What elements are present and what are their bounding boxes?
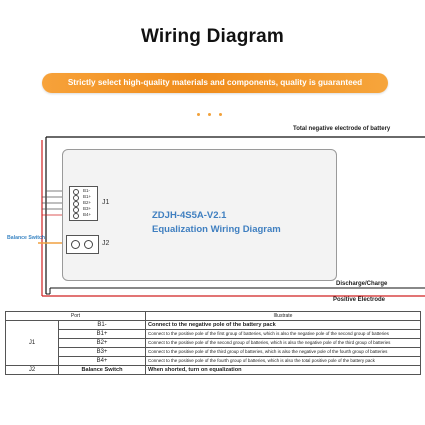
decor-dot — [197, 113, 200, 116]
circuit-board — [62, 149, 337, 281]
table-row: B4+ Connect to the positive pole of the … — [6, 356, 421, 366]
connector-j1: B1- B1+ B2+ B3+ B4+ — [69, 186, 98, 221]
port-cell: J1 — [5, 320, 59, 366]
connector-j2 — [66, 235, 99, 254]
table-row: J1 B1- Connect to the negative pole of t… — [5, 320, 421, 366]
table-row: B1+ Connect to the positive pole of the … — [6, 329, 421, 339]
description-cell: When shorted, turn on equalization — [145, 365, 421, 375]
pin-icon — [84, 240, 93, 249]
header-port: Port — [5, 311, 146, 321]
table-row: B2+ Connect to the positive pole of the … — [6, 338, 421, 348]
description-cell: Connect to the positive pole of the thir… — [145, 347, 421, 357]
pin-label: B1- — [83, 188, 91, 193]
pin-cell: B1- — [58, 320, 146, 330]
pin-label: B4+ — [83, 212, 92, 217]
table-row: B3+ Connect to the positive pole of the … — [6, 347, 421, 357]
pin-label: B2+ — [83, 200, 92, 205]
header-illustrate: Illustrate — [145, 311, 421, 321]
pin-icon — [73, 189, 79, 195]
total-negative-label: Total negative electrode of battery — [293, 126, 391, 132]
pin-icon — [71, 240, 80, 249]
decor-dot — [208, 113, 211, 116]
description-cell: Connect to the positive pole of the firs… — [145, 329, 421, 339]
balance-switch-label: Balance Switch — [7, 235, 46, 241]
pin-icon — [73, 195, 79, 201]
pin-label: B1+ — [83, 194, 92, 199]
pin-icon — [73, 213, 79, 219]
description-cell: Connect to the positive pole of the four… — [145, 356, 421, 366]
description-cell: Connect to the negative pole of the batt… — [145, 320, 421, 330]
pin-label: B3+ — [83, 206, 92, 211]
j1-label: J1 — [102, 199, 110, 206]
pin-cell: B4+ — [58, 356, 146, 366]
pin-cell: B1+ — [58, 329, 146, 339]
port-cell: J2 — [5, 365, 59, 375]
board-model: ZDJH-4S5A-V2.1 — [152, 210, 227, 221]
description-cell: Connect to the positive pole of the seco… — [145, 338, 421, 348]
j2-label: J2 — [102, 240, 110, 247]
port-table: Port Illustrate J1 B1- Connect to the ne… — [5, 311, 421, 375]
pin-icon — [73, 207, 79, 213]
pin-icon — [73, 201, 79, 207]
page-title: Wiring Diagram — [140, 26, 285, 47]
pin-cell: B3+ — [58, 347, 146, 357]
table-row: J2 Balance Switch When shorted, turn on … — [5, 365, 421, 375]
banner-text: Strictly select high-quality materials a… — [67, 78, 363, 87]
pin-cell: B2+ — [58, 338, 146, 348]
quality-banner: Strictly select high-quality materials a… — [42, 73, 388, 93]
positive-label: Positive Electrode — [333, 297, 386, 303]
decor-dot — [219, 113, 222, 116]
board-title: Equalization Wiring Diagram — [152, 224, 281, 235]
pin-cell: Balance Switch — [58, 365, 146, 375]
table-header-row: Port Illustrate — [5, 311, 421, 321]
discharge-label: Discharge/Charge — [336, 281, 388, 287]
